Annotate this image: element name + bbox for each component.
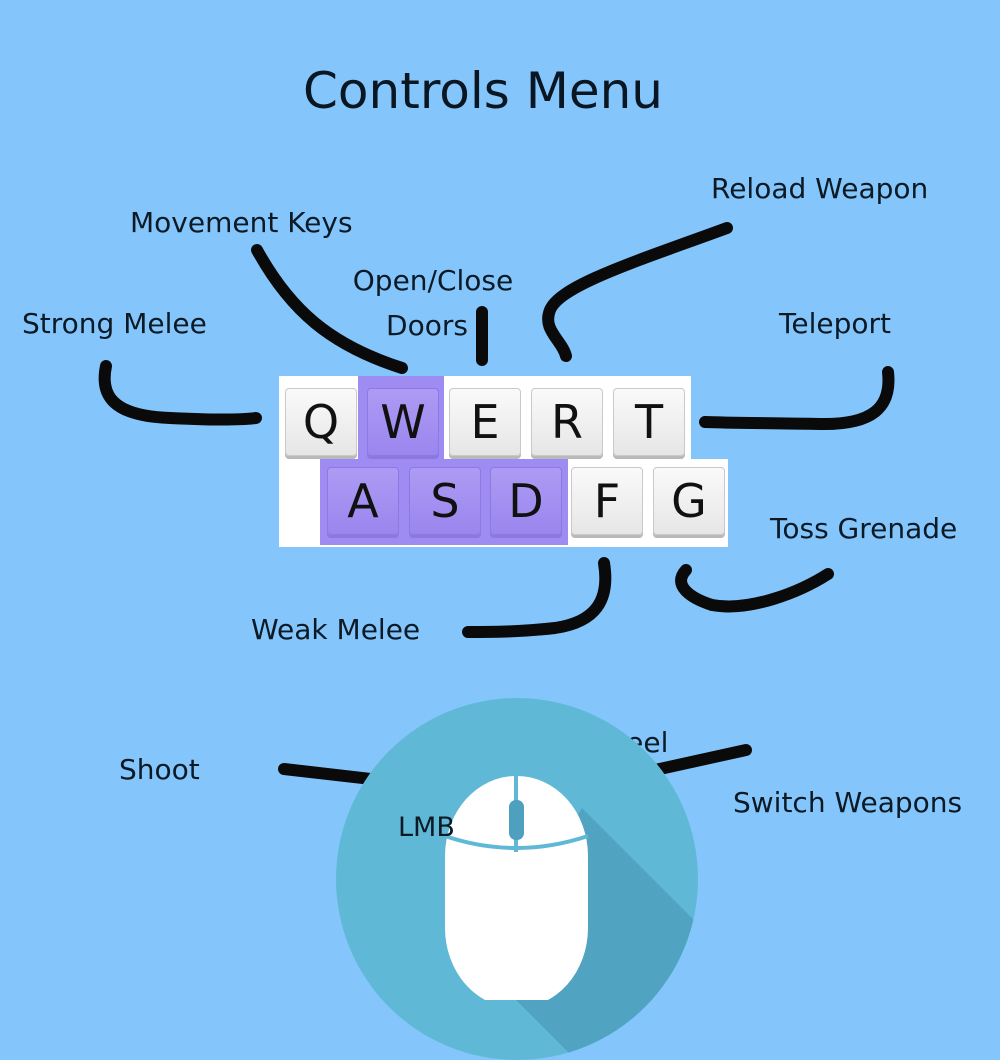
toss-grenade-connector [675, 564, 834, 613]
reload-weapon-label: Reload Weapon [711, 172, 929, 205]
key-g: G [653, 467, 725, 535]
key-f: F [571, 467, 643, 535]
lmb-label: LMB [398, 812, 455, 843]
key-r: R [531, 388, 603, 456]
key-s: S [409, 467, 481, 535]
key-a: A [327, 467, 399, 535]
switch-weapons-label: Switch Weapons [733, 786, 963, 819]
key-t: T [613, 388, 685, 456]
toss-grenade-label: Toss Grenade [770, 512, 958, 545]
movement-keys-connector [251, 244, 408, 374]
movement-keys-label: Movement Keys [130, 206, 353, 239]
weak-melee-label: Weak Melee [251, 613, 421, 646]
teleport-connector [699, 366, 895, 431]
page-title: Controls Menu [303, 62, 663, 120]
key-w: W [367, 388, 439, 456]
open-close-doors-label: Open/Close Doors [338, 264, 528, 342]
strong-melee-connector [98, 360, 262, 426]
shoot-label: Shoot [119, 753, 200, 786]
key-q: Q [285, 388, 357, 456]
key-e: E [449, 388, 521, 456]
strong-melee-label: Strong Melee [22, 307, 207, 340]
open-close-label-line2: Doors [386, 309, 468, 342]
mouse-icon [444, 776, 589, 1000]
open-close-label-line1: Open/Close [352, 264, 514, 297]
keyboard-row-1: Q W E R T [279, 376, 691, 464]
keyboard-row-2: A S D F G [279, 459, 728, 547]
scroll-wheel-icon [509, 800, 524, 840]
teleport-label: Teleport [779, 307, 891, 340]
key-d: D [490, 467, 562, 535]
weak-melee-connector [462, 557, 612, 638]
reload-connector [542, 222, 733, 362]
